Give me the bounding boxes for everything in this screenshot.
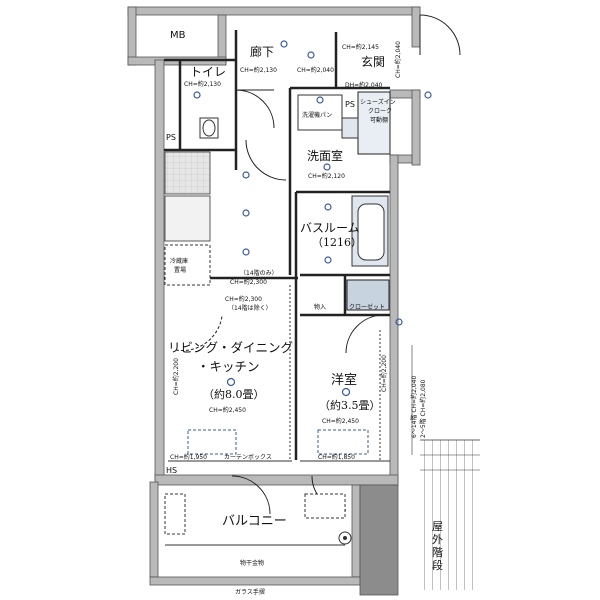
shoes-line3: 可動棚 — [370, 116, 388, 124]
ps2-label: PS — [345, 100, 355, 109]
closet-label: クローゼット — [349, 303, 385, 311]
ldk-14-only: （14階のみ） — [240, 269, 278, 277]
ldk-label-line2: ・キッチン — [197, 359, 260, 374]
bathtub — [351, 195, 389, 267]
stove-area — [164, 195, 211, 242]
ch-toilet: CH=約2,130 — [184, 80, 221, 88]
ceiling-lights — [193, 40, 432, 397]
western-ch-side: CH=約2,200 — [380, 355, 388, 392]
stairs-label: 屋 外 階 段 — [432, 520, 447, 572]
storage-label: 物入 — [314, 303, 326, 311]
floors-note-1: 6～14階 CH=約2,040 — [410, 376, 418, 438]
ldk-ch: CH=約2,450 — [209, 406, 246, 414]
entrance-label: 玄関 — [361, 54, 385, 69]
ldk-ch-bottom: CH=約1,950 — [170, 453, 207, 461]
fridge-line1: 冷蔵庫 — [170, 257, 188, 265]
ch-washroom: CH=約2,120 — [308, 172, 345, 180]
corridor-label: 廊下 — [250, 44, 274, 59]
laundry-pan — [297, 94, 343, 131]
ldk-ch-side: CH=約2,200 — [172, 358, 180, 395]
dh-entrance: DH=約2,040 — [345, 81, 383, 89]
western-size: （約3.5畳） — [319, 398, 381, 412]
bathroom-size: （1216） — [312, 236, 362, 249]
partitions — [164, 30, 390, 460]
bathroom-label: バスルーム — [300, 221, 360, 235]
laundry-label: 洗濯機パン — [302, 111, 332, 119]
fridge-space — [164, 244, 211, 286]
ps-label: PS — [166, 133, 176, 142]
stairs-c4: 段 — [432, 558, 443, 572]
ldk-size: （約8.0畳） — [203, 387, 265, 401]
closet-area — [346, 279, 390, 311]
shoes-in-closet — [357, 91, 391, 155]
water-heater — [304, 493, 346, 519]
hs-label: HS — [166, 466, 177, 475]
fridge-line2: 置場 — [174, 266, 186, 274]
western-ch-bottom: CH=約1,850 — [318, 453, 355, 461]
ldk-14-only-ch: CH=約2,300 — [230, 278, 267, 286]
stairs-c3: 階 — [432, 545, 443, 559]
glass-rail-label: ガラス手摺 — [235, 588, 265, 596]
toilet-label: トイレ — [190, 65, 226, 79]
ldk-ch-mid: CH=約2,300 — [225, 295, 262, 303]
western-ch: CH=約2,450 — [322, 417, 359, 425]
stairs-c1: 屋 — [432, 520, 443, 533]
sink-area — [164, 151, 211, 195]
ldk-14-exclude: （14階は除く） — [228, 304, 272, 312]
ch-entrance: CH=約2,145 — [342, 43, 379, 51]
fridge-label: 冷蔵庫 置場 — [170, 257, 190, 274]
ch-entrance-side: CH=約2,040 — [394, 41, 402, 78]
floors-note-2: 2～5階 CH=約2,080 — [419, 379, 427, 438]
outdoor-stairs — [420, 440, 480, 590]
ch-corridor-toilet: CH=約2,130 — [240, 66, 277, 74]
ch-corridor: CH=約2,040 — [297, 66, 334, 74]
ldk-label-line1: リビング・ダイニング — [168, 340, 293, 355]
washbasin — [341, 117, 359, 139]
toilet-fixture — [199, 117, 219, 139]
stairs-c2: 外 — [432, 533, 443, 546]
balcony-label: バルコニー — [222, 514, 287, 529]
curtain-box-label: カーテンボックス — [224, 453, 272, 461]
washroom-label: 洗面室 — [307, 148, 343, 163]
mb-label: MB — [170, 30, 186, 41]
shoes-closet-label: シューズイン クローク 可動棚 — [360, 98, 398, 124]
western-label: 洋室 — [331, 372, 357, 388]
drying-rack-label: 物干金物 — [240, 559, 264, 567]
shoes-line1: シューズイン — [360, 98, 396, 106]
shoes-line2: クローク — [368, 108, 392, 115]
aircon-unit — [164, 493, 186, 535]
